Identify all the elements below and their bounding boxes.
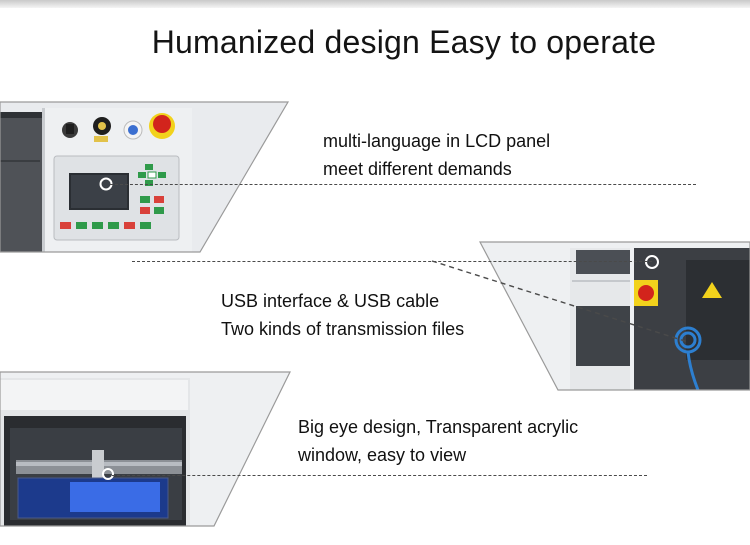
feature-line: meet different demands — [323, 159, 512, 179]
feature-line: Big eye design, Transparent acrylic — [298, 417, 579, 437]
lcd-panel-photo — [0, 100, 292, 254]
usb-interface-photo — [476, 240, 750, 392]
feature-line: multi-language in LCD panel — [323, 131, 551, 151]
feature-caption-window: Big eye design, Transparent acrylic wind… — [298, 413, 578, 469]
feature-line: Two kinds of transmission files — [221, 319, 465, 339]
page-title: Humanized design Easy to operate — [151, 24, 657, 60]
feature-line: USB interface & USB cable — [221, 291, 440, 311]
feature-caption-usb: USB interface & USB cable Two kinds of t… — [221, 287, 464, 343]
feature-caption-lcd: multi-language in LCD panel meet differe… — [323, 127, 550, 183]
acrylic-window-photo — [0, 370, 292, 528]
callout-line-window — [112, 475, 647, 476]
feature-line: window, easy to view — [298, 445, 467, 465]
callout-line-lcd — [110, 184, 696, 185]
callout-line-usb — [132, 261, 652, 262]
top-shadow-bar — [0, 0, 750, 8]
callout-diagonal-usb — [431, 260, 689, 343]
